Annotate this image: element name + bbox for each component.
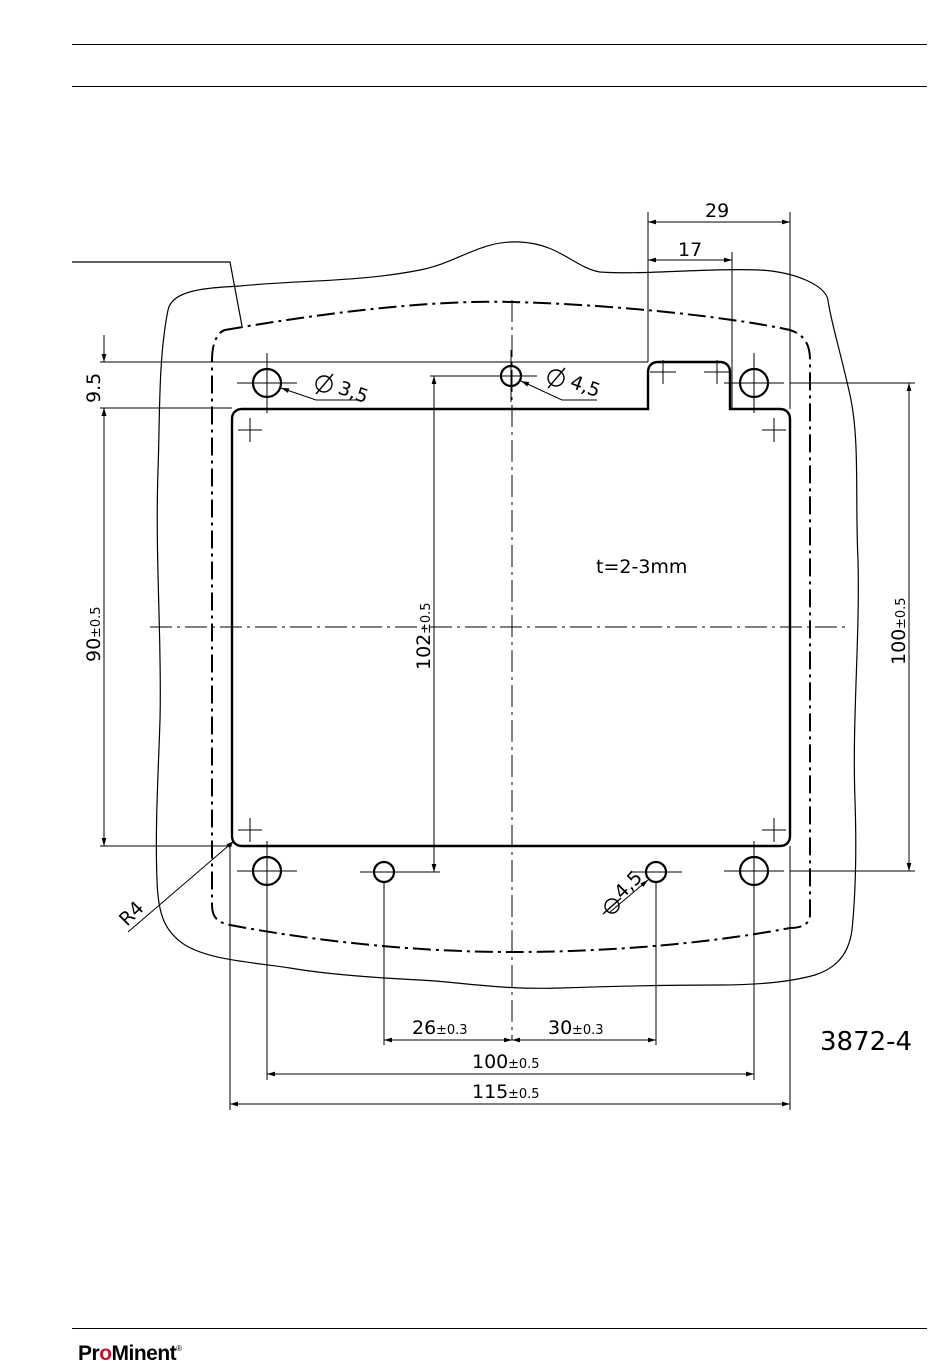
diameter-icon [548,368,565,388]
dim-100-right-group: 100 ±0.5 [888,597,910,665]
dimension-lines [104,222,909,1104]
dim-17: 17 [678,239,702,261]
holes [253,366,768,885]
brand-logo-accent: o [99,1342,111,1365]
brand-logo-registered: ® [176,1344,181,1353]
extension-lines [100,212,915,1110]
diameter-symbols [316,368,621,914]
brand-logo-part: Pr [78,1342,99,1365]
dim-hole-4-5-top: 4,5 [567,371,603,402]
dim-102-group: 102 ±0.5 [413,602,435,670]
dim-102-tol: ±0.5 [419,602,434,634]
dim-9-5: 9.5 [83,373,105,403]
diameter-icon [603,898,621,914]
dim-115: 115 [472,1081,508,1103]
dim-100-bottom-tol: ±0.5 [508,1057,540,1072]
plate-cutout [232,362,790,846]
dim-29: 29 [705,200,729,222]
dim-90-tol: ±0.5 [89,606,104,638]
dim-26: 26 [412,1017,436,1039]
dim-30-tol: ±0.3 [572,1023,604,1038]
leader-radius [128,841,234,932]
dim-100-bottom: 100 [472,1051,508,1073]
figure-id: 3872-4 [820,1027,912,1057]
dim-hole-3-5: 3,5 [335,377,371,408]
dim-100-right-tol: ±0.5 [894,597,909,629]
dim-radius: R4 [115,897,148,930]
dim-26-tol: ±0.3 [436,1023,468,1038]
thickness-note: t=2-3mm [596,556,687,578]
dim-100-right: 100 [888,629,910,665]
diameter-icon [316,374,333,394]
brand-logo: ProMinent® [78,1342,182,1366]
dim-30: 30 [548,1017,572,1039]
dim-90: 90 [83,638,105,662]
gasket-leader [72,262,242,326]
dim-102: 102 [413,634,435,670]
dim-90-group: 90 ±0.5 [83,606,105,662]
dim-115-tol: ±0.5 [508,1087,540,1102]
footer-rule [72,1328,927,1329]
wall-outline [156,242,858,988]
brand-logo-part: Minent [112,1342,177,1365]
